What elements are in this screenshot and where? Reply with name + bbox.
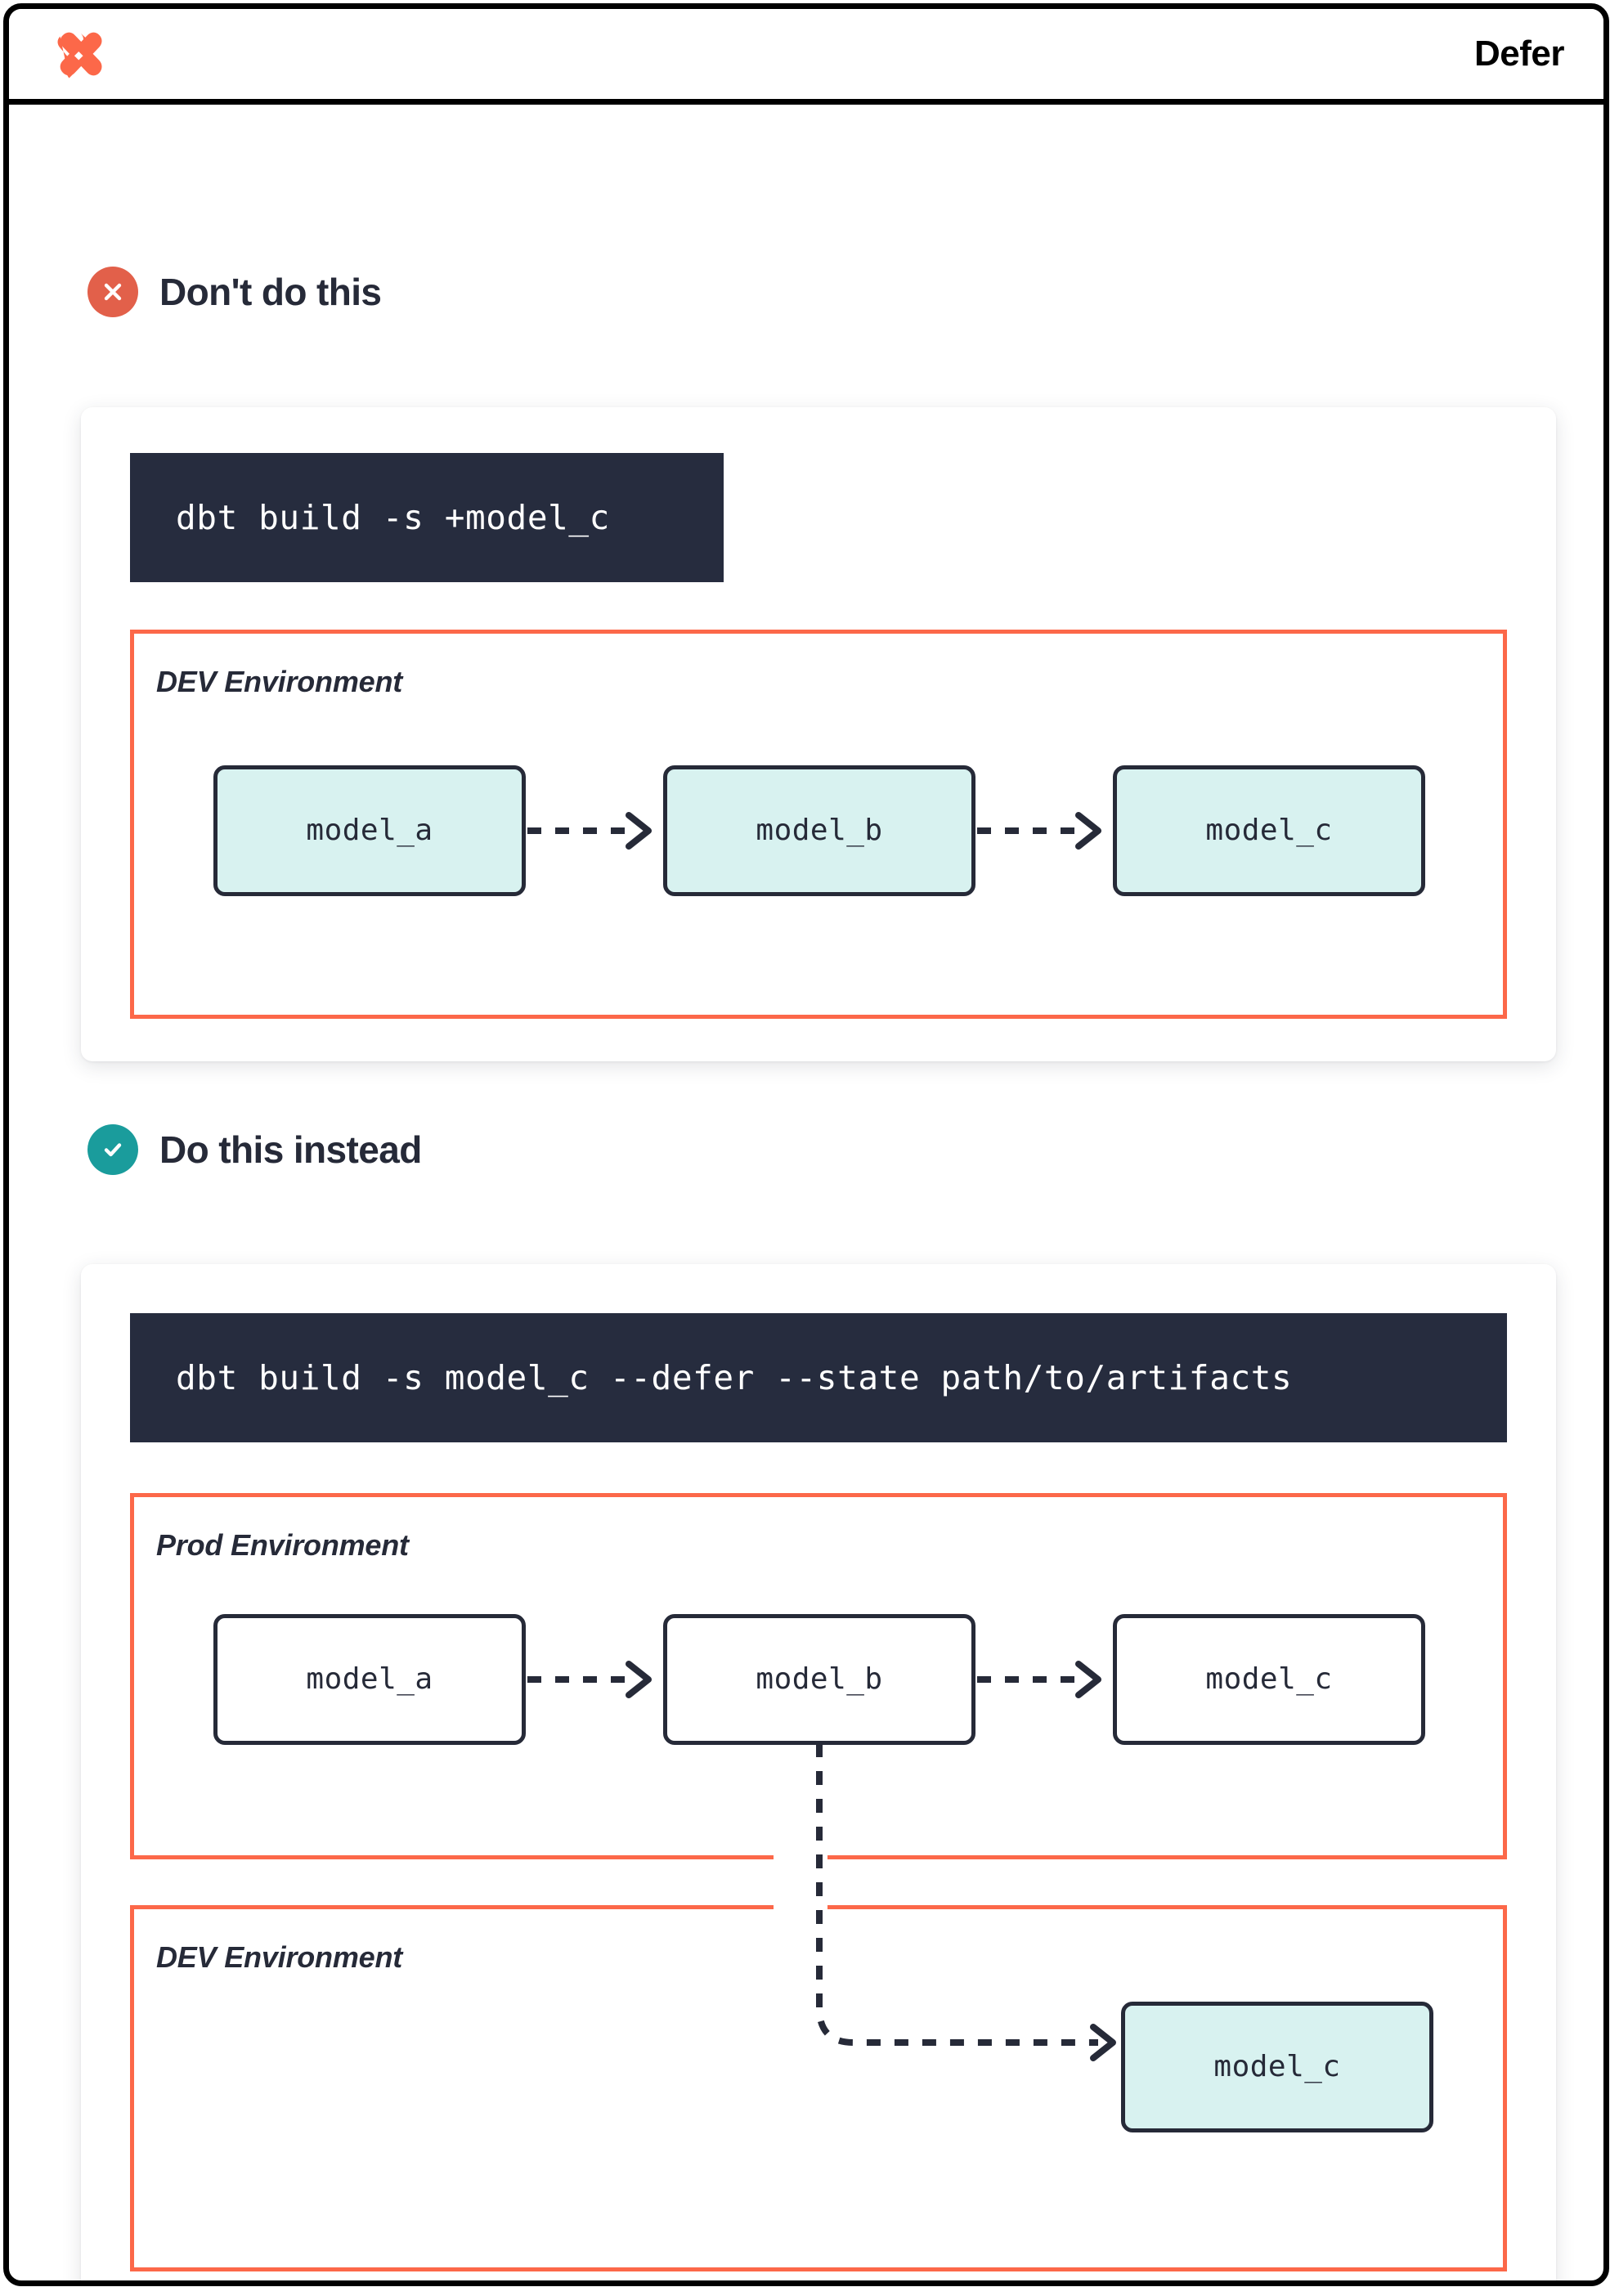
border-gap-prod-bottom — [774, 1850, 827, 1868]
check-circle-icon — [87, 1124, 138, 1175]
section-heading-dont: Don't do this — [87, 267, 382, 317]
model-node-a-dev1[interactable]: model_a — [213, 765, 526, 896]
command-text: dbt build -s +model_c — [176, 497, 610, 537]
code-block-do: dbt build -s model_c --defer --state pat… — [130, 1313, 1507, 1442]
command-text: dbt build -s model_c --defer --state pat… — [176, 1357, 1293, 1397]
dbt-logo-icon — [52, 29, 105, 83]
model-node-c-dev2[interactable]: model_c — [1121, 2002, 1433, 2132]
section-heading-label: Don't do this — [159, 271, 382, 313]
model-node-label: model_c — [1205, 814, 1333, 847]
model-node-label: model_a — [306, 814, 433, 847]
env-box-dev-1 — [130, 630, 1507, 1019]
model-node-c-prod[interactable]: model_c — [1113, 1614, 1425, 1745]
model-node-label: model_b — [756, 814, 883, 847]
page-frame: Defer Don't do this dbt build -s +model_… — [3, 3, 1609, 2286]
model-node-b-prod[interactable]: model_b — [663, 1614, 975, 1745]
x-circle-icon — [87, 267, 138, 317]
page-title: Defer — [1474, 34, 1565, 74]
model-node-label: model_b — [756, 1662, 883, 1696]
border-gap-dev-top — [774, 1900, 827, 1918]
section-heading-do: Do this instead — [87, 1124, 422, 1175]
model-node-label: model_c — [1205, 1662, 1333, 1696]
card-do: dbt build -s model_c --defer --state pat… — [81, 1264, 1556, 2280]
env-label-prod: Prod Environment — [156, 1528, 409, 1562]
model-node-label: model_a — [306, 1662, 433, 1696]
app-header: Defer — [9, 9, 1603, 105]
model-node-label: model_c — [1213, 2050, 1341, 2083]
section-heading-label: Do this instead — [159, 1128, 422, 1171]
env-label-dev-1: DEV Environment — [156, 665, 403, 698]
model-node-c-dev1[interactable]: model_c — [1113, 765, 1425, 896]
model-node-b-dev1[interactable]: model_b — [663, 765, 975, 896]
env-label-dev-2: DEV Environment — [156, 1940, 403, 1974]
card-dont: dbt build -s +model_c DEV Environment mo… — [81, 407, 1556, 1061]
code-block-dont: dbt build -s +model_c — [130, 453, 724, 582]
model-node-a-prod[interactable]: model_a — [213, 1614, 526, 1745]
